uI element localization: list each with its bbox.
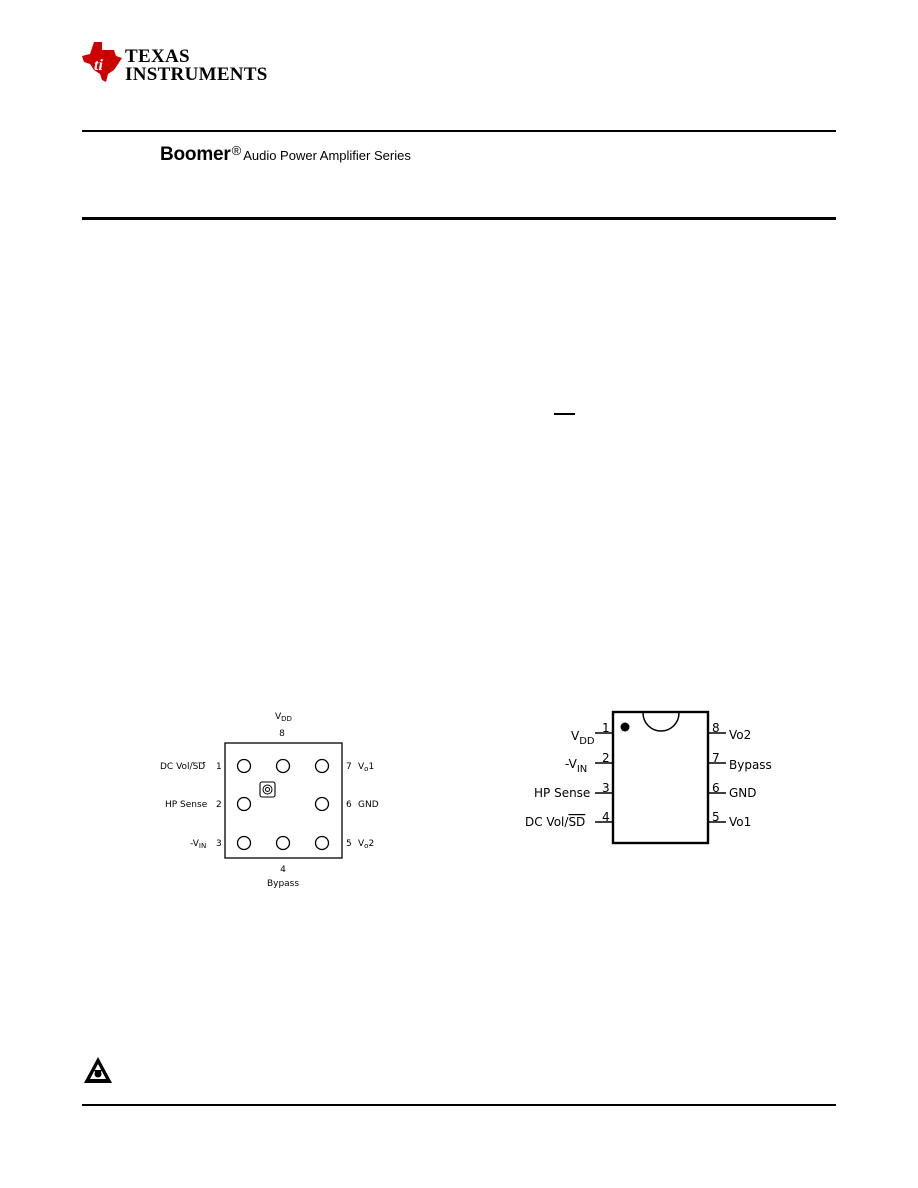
bga-right-number-6: 6 — [346, 800, 352, 810]
logo-text-line1: TEXAS — [125, 46, 190, 67]
bga-left-label-1: DC Vol/SD — [160, 762, 205, 772]
dip-left-number-1: 1 — [602, 721, 610, 735]
overbar-mark — [554, 413, 575, 415]
dip-left-number-3: 3 — [602, 781, 610, 795]
logo-text-line2: INSTRUMENTS — [125, 64, 268, 85]
dip-right-label-5: Vo1 — [729, 815, 751, 829]
bga-left-number-3: 3 — [216, 839, 222, 849]
bga-top-label: VDD — [275, 712, 292, 723]
series-brand: Boomer — [160, 144, 231, 165]
ti-texas-logo-icon: ti — [82, 42, 122, 82]
dip-right-number-7: 7 — [712, 751, 720, 765]
bga-right-label-6: GND — [358, 800, 379, 810]
header-rule-top — [82, 130, 836, 132]
bga-ball — [314, 758, 330, 774]
dip-right-label-6: GND — [729, 786, 757, 800]
warning-triangle-icon — [84, 1057, 112, 1083]
dip-right-label-7: Bypass — [729, 758, 772, 772]
bga-ball — [236, 796, 252, 812]
bga-index-dot — [265, 787, 270, 792]
bga-ball — [314, 835, 330, 851]
series-text: Audio Power Amplifier Series — [243, 148, 411, 163]
bga-ball — [236, 835, 252, 851]
dip-right-number-6: 6 — [712, 781, 720, 795]
header-rule-bottom — [82, 217, 836, 220]
svg-text:ti: ti — [94, 57, 103, 74]
dip-notch — [642, 712, 680, 732]
dip-right-number-5: 5 — [712, 810, 720, 824]
dip-left-label-1: VDD — [571, 729, 595, 747]
bga-index-mark — [259, 781, 276, 798]
dip-left-label-3: HP Sense — [534, 786, 590, 800]
bga-index-ring — [262, 784, 273, 795]
bga-right-label-7: Vo1 — [358, 762, 374, 773]
dip-right-pin-lines — [708, 732, 726, 823]
bga-ball — [236, 758, 252, 774]
bga-right-number-5: 5 — [346, 839, 352, 849]
dip-right-label-8: Vo2 — [729, 728, 751, 742]
bga-balls — [236, 758, 330, 851]
bga-left-label-3: -VIN — [190, 839, 206, 850]
dip-left-number-2: 2 — [602, 751, 610, 765]
bga-left-number-1: 1 — [216, 762, 222, 772]
dip-left-label-2: -VIN — [565, 757, 587, 775]
bga-ball — [275, 758, 291, 774]
bga-right-number-7: 7 — [346, 762, 352, 772]
dip-left-label-4: DC Vol/SD — [525, 815, 585, 829]
dip-pinout-diagram: 1 2 3 4 VDD -VIN HP Sense DC Vol/SD 8 7 … — [525, 710, 772, 845]
dip-pin1-dot — [620, 722, 630, 732]
bga-ball — [275, 835, 291, 851]
dip-package-outline — [611, 710, 710, 845]
bga-pinout-diagram: VDD 8 DC Vol/SD 1 HP Sense 2 -VIN 3 7 Vo… — [160, 712, 379, 889]
series-header: Boomer®Audio Power Amplifier Series — [160, 143, 411, 166]
ti-logo: ti TEXAS INSTRUMENTS — [80, 40, 280, 92]
bga-left-label-2: HP Sense — [165, 800, 208, 810]
bga-top-number: 8 — [279, 729, 285, 739]
bga-right-label-5: Vo2 — [358, 839, 374, 850]
dip-right-number-8: 8 — [712, 721, 720, 735]
registered-mark: ® — [231, 143, 242, 158]
bga-package-outline — [224, 742, 343, 859]
dip-left-pin-lines — [595, 732, 613, 823]
bga-ball — [314, 796, 330, 812]
bga-bottom-label: Bypass — [267, 879, 299, 889]
dip-left-number-4: 4 — [602, 810, 610, 824]
bga-bottom-number: 4 — [280, 865, 286, 875]
footer-rule — [82, 1104, 836, 1106]
bga-left-number-2: 2 — [216, 800, 222, 810]
